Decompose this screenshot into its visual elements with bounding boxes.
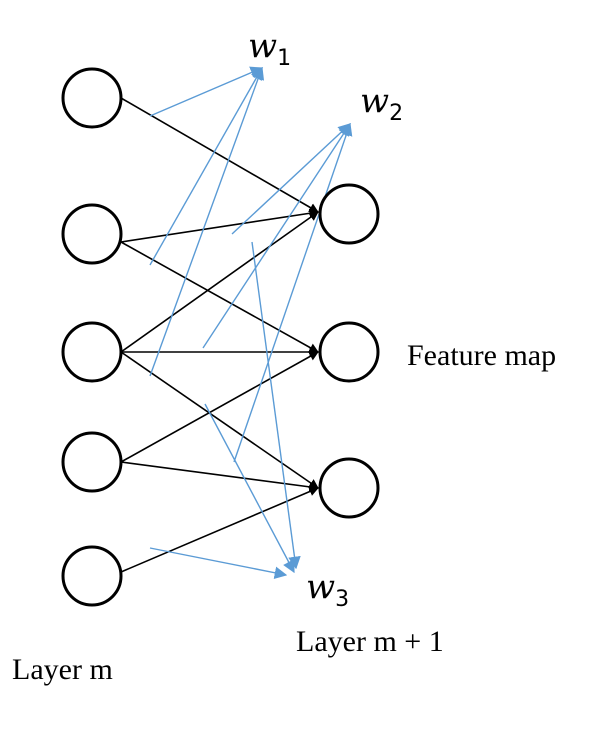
- edge-n3-f3: [120, 351, 319, 489]
- layer-m-node-5: [61, 545, 123, 607]
- layer-m-node-3: [61, 321, 123, 383]
- w3-pointer: [251, 241, 301, 570]
- w2-pointer: [233, 122, 353, 463]
- w2-label: w2: [360, 81, 403, 126]
- w2-pointer: [231, 123, 351, 235]
- feature-map-node-1: [318, 183, 380, 245]
- edge-n3-f1: [120, 211, 319, 353]
- edge-n1-f1: [120, 97, 319, 213]
- w1-pointer: [149, 66, 265, 377]
- feature-map-node-3: [318, 457, 380, 519]
- edge-n4-f2: [120, 351, 319, 463]
- w1-label: w1: [248, 26, 291, 71]
- edge-n2-f1: [120, 208, 319, 243]
- w1-pointer: [149, 66, 264, 117]
- w3-pointer: [204, 403, 295, 574]
- feature-map-nodes: [318, 183, 380, 519]
- w1-pointer: [149, 66, 263, 266]
- layer-m-node-1: [61, 67, 123, 129]
- edge-n2-f2: [120, 241, 319, 353]
- w2-pointer: [202, 122, 351, 349]
- layer-m-label: Layer m: [12, 653, 113, 686]
- w3-pointer: [149, 547, 288, 579]
- feature-map-label: Feature map: [407, 339, 556, 372]
- weight-pointers: [149, 66, 353, 579]
- w3-label: w3: [306, 567, 349, 612]
- layer-m-node-2: [61, 203, 123, 265]
- feature-map-node-2: [318, 321, 380, 383]
- layer-m-nodes: [61, 67, 123, 607]
- connections: [120, 97, 319, 573]
- edge-n5-f3: [120, 486, 319, 573]
- layer-m1-label: Layer m + 1: [296, 625, 444, 658]
- layer-m-node-4: [61, 431, 123, 493]
- edge-n4-f3: [120, 461, 319, 492]
